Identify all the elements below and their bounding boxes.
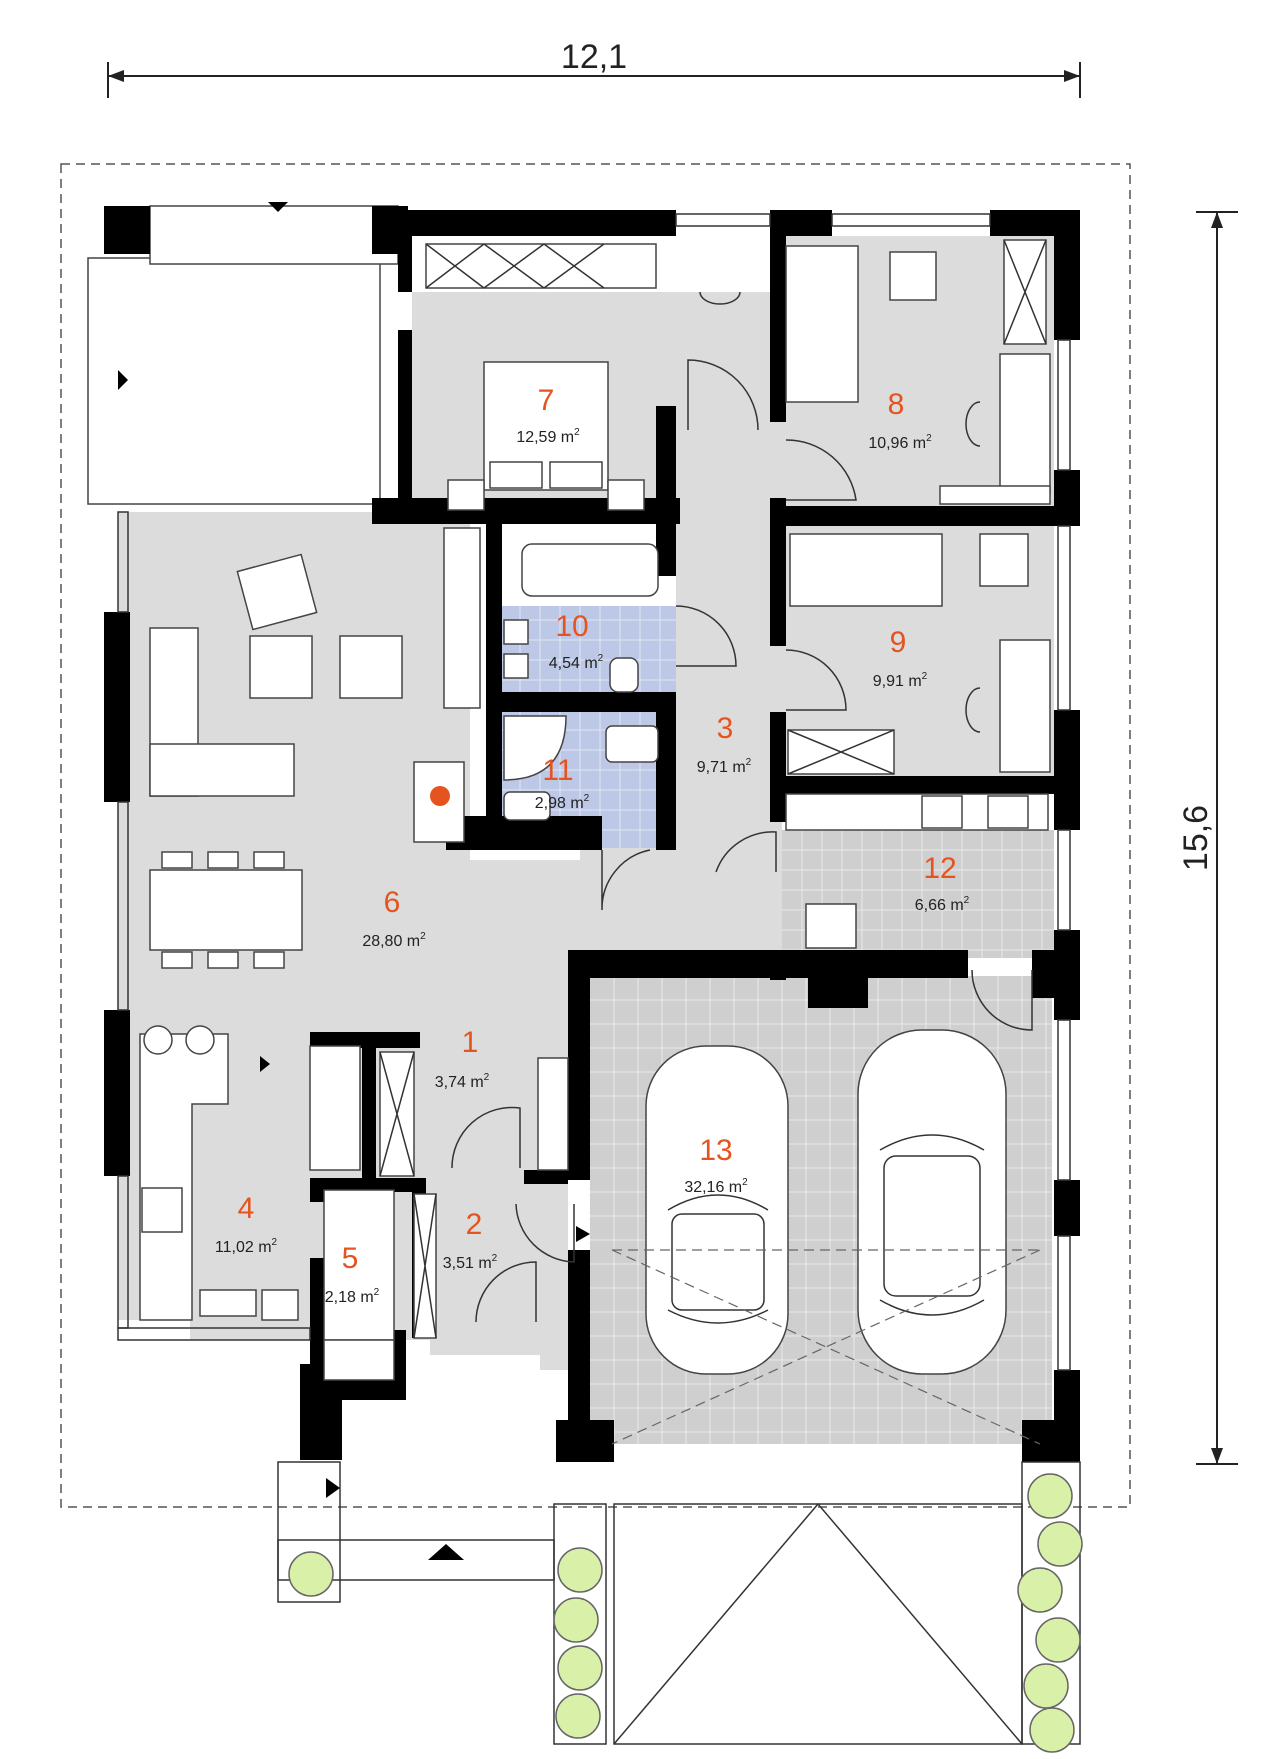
room-3-area: 9,71 m2 bbox=[697, 757, 752, 776]
armchair bbox=[236, 553, 318, 631]
room-6-area: 28,80 m2 bbox=[362, 931, 426, 950]
car-right bbox=[857, 1029, 1007, 1375]
height-dimension-label: 15,6 bbox=[1177, 805, 1215, 871]
room-12-number: 12 bbox=[923, 852, 956, 885]
cooktop bbox=[141, 1187, 183, 1233]
furniture bbox=[139, 239, 1051, 1381]
doors bbox=[451, 359, 1033, 1323]
walls bbox=[104, 206, 1080, 1462]
room-7-area: 12,59 m2 bbox=[516, 427, 580, 446]
room-8-number: 8 bbox=[888, 388, 905, 421]
room-2-area: 3,51 m2 bbox=[443, 1253, 498, 1272]
room-12-area: 6,66 m2 bbox=[915, 895, 970, 914]
room-10-area: 4,54 m2 bbox=[549, 653, 604, 672]
room-4-area: 11,02 m2 bbox=[215, 1237, 278, 1256]
roof-outline bbox=[60, 163, 1131, 1508]
cars bbox=[611, 1029, 1041, 1445]
room-5-number: 5 bbox=[342, 1242, 359, 1275]
room-7-number: 7 bbox=[538, 384, 555, 417]
room-11-area: 2,98 m2 bbox=[535, 793, 590, 812]
windows bbox=[117, 213, 1071, 1371]
room-13-area: 32,16 m2 bbox=[684, 1177, 748, 1196]
room-6-number: 6 bbox=[384, 886, 401, 919]
single-bed bbox=[789, 533, 943, 607]
room-11-number: 11 bbox=[542, 754, 573, 787]
room-2-number: 2 bbox=[466, 1208, 483, 1241]
room-5-area: 2,18 m2 bbox=[325, 1287, 380, 1306]
dimension-width: 12,1 bbox=[107, 38, 1081, 98]
shrubs bbox=[288, 1473, 1083, 1753]
dimension-height: 15,6 bbox=[1177, 211, 1238, 1465]
single-bed bbox=[785, 245, 859, 403]
bathtub bbox=[521, 543, 659, 597]
room-3-number: 3 bbox=[717, 712, 734, 745]
room-1-number: 1 bbox=[462, 1026, 479, 1059]
width-dimension-label: 12,1 bbox=[561, 38, 627, 76]
room-8-area: 10,96 m2 bbox=[868, 433, 932, 452]
room-1-area: 3,74 m2 bbox=[435, 1072, 490, 1091]
room-13-number: 13 bbox=[699, 1134, 732, 1167]
car-left bbox=[645, 1045, 789, 1375]
room-10-number: 10 bbox=[555, 610, 588, 643]
room-9-area: 9,91 m2 bbox=[873, 671, 928, 690]
fireplace-icon bbox=[430, 786, 450, 806]
room-4-number: 4 bbox=[238, 1192, 255, 1225]
room-9-number: 9 bbox=[890, 626, 907, 659]
dining-table bbox=[149, 869, 303, 951]
room-labels: 1 3,74 m2 2 3,51 m2 3 9,71 m2 4 11,02 m2… bbox=[215, 384, 970, 1306]
